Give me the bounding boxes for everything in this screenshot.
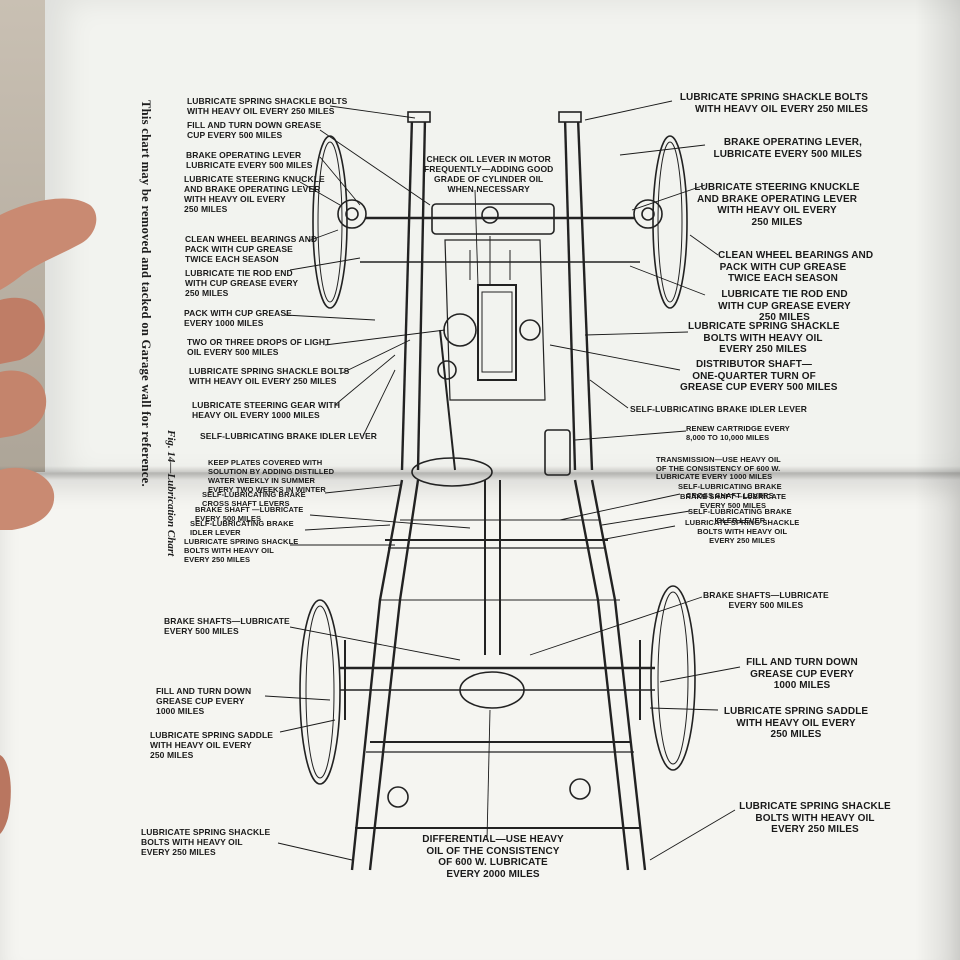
label-cross-shaft-left: SELF-LUBRICATING BRAKE CROSS SHAFT LEVER… — [202, 490, 306, 508]
label-rear-shackle-left: LUBRICATE SPRING SHACKLE BOLTS WITH HEAV… — [141, 827, 271, 857]
label-cross-shaft-right: SELF-LUBRICATING BRAKE CROSS SHAFT LEVER… — [678, 482, 782, 500]
label-spring-shackle-lower-right: LUBRICATE SPRING SHACKLE BOLTS WITH HEAV… — [685, 518, 800, 545]
label-fill-grease-left: FILL AND TURN DOWN GREASE CUP EVERY 1000… — [156, 686, 252, 716]
differential-housing — [459, 671, 525, 709]
label-brake-shafts-left: BRAKE SHAFTS—LUBRICATE EVERY 500 MILES — [164, 616, 290, 636]
label-spring-shackle-top-left: LUBRICATE SPRING SHACKLE BOLTS WITH HEAV… — [187, 96, 348, 116]
engine — [477, 284, 517, 381]
label-distributor-shaft: DISTRIBUTOR SHAFT— ONE-QUARTER TURN OF G… — [680, 359, 838, 393]
label-brake-shafts-right: BRAKE SHAFTS—LUBRICATE EVERY 500 MILES — [703, 590, 829, 610]
steering-wheel — [411, 457, 493, 487]
page-fold — [0, 466, 960, 480]
label-pack-cup-grease: PACK WITH CUP GREASE EVERY 1000 MILES — [184, 308, 292, 328]
rear-left-wheel — [299, 599, 341, 785]
label-idler-lower-right: SELF-LUBRICATING BRAKE IDLER LEVER — [688, 507, 792, 525]
label-spring-saddle-left: LUBRICATE SPRING SADDLE WITH HEAVY OIL E… — [150, 730, 274, 760]
label-brake-lever-right: BRAKE OPERATING LEVER, LUBRICATE EVERY 5… — [713, 137, 862, 160]
label-brake-lever-left: BRAKE OPERATING LEVER LUBRICATE EVERY 50… — [186, 150, 313, 170]
label-spring-shackle-mid-left: LUBRICATE SPRING SHACKLE BOLTS WITH HEAV… — [189, 366, 350, 386]
label-spring-shackle-top-right: LUBRICATE SPRING SHACKLE BOLTS WITH HEAV… — [679, 92, 868, 115]
label-tie-rod-right: LUBRICATE TIE ROD END WITH CUP GREASE EV… — [718, 289, 851, 323]
label-brake-idler-right: SELF-LUBRICATING BRAKE IDLER LEVER — [630, 404, 808, 414]
label-fill-grease-right: FILL AND TURN DOWN GREASE CUP EVERY 1000… — [746, 657, 858, 691]
label-light-oil: TWO OR THREE DROPS OF LIGHT OIL EVERY 50… — [187, 337, 331, 357]
booklet-upper-page — [45, 0, 960, 478]
label-rear-shackle-right: LUBRICATE SPRING SHACKLE BOLTS WITH HEAV… — [739, 801, 891, 835]
label-brake-shaft-right: BRAKE SHAFT—LUBRICATE EVERY 500 MILES — [680, 492, 787, 510]
page-edge-shadow — [915, 0, 960, 960]
label-wheel-bearings-left: CLEAN WHEEL BEARINGS AND PACK WITH CUP G… — [185, 234, 318, 264]
label-spring-shackle-lower-left: LUBRICATE SPRING SHACKLE BOLTS WITH HEAV… — [184, 537, 299, 564]
label-battery: KEEP PLATES COVERED WITH SOLUTION BY ADD… — [208, 458, 335, 494]
label-spring-saddle-right: LUBRICATE SPRING SADDLE WITH HEAVY OIL E… — [723, 706, 869, 740]
label-wheel-bearings-right: CLEAN WHEEL BEARINGS AND PACK WITH CUP G… — [718, 250, 873, 284]
label-transmission: TRANSMISSION—USE HEAVY OIL OF THE CONSIS… — [656, 455, 781, 481]
label-differential: DIFFERENTIAL—USE HEAVY OIL OF THE CONSIS… — [422, 834, 564, 880]
label-brake-shaft-left: BRAKE SHAFT —LUBRICATE EVERY 500 MILES — [195, 505, 304, 523]
label-steering-knuckle-left: LUBRICATE STEERING KNUCKLE AND BRAKE OPE… — [184, 174, 325, 214]
label-brake-idler-left: SELF-LUBRICATING BRAKE IDLER LEVER — [200, 431, 378, 441]
booklet-lower-page — [0, 472, 960, 960]
side-note: This chart may be removed and tacked on … — [139, 100, 153, 487]
label-spring-shackle-mid-right: LUBRICATE SPRING SHACKLE BOLTS WITH HEAV… — [688, 321, 840, 355]
front-left-wheel — [312, 135, 348, 309]
front-right-wheel — [652, 135, 688, 309]
label-tie-rod-left: LUBRICATE TIE ROD END WITH CUP GREASE EV… — [185, 268, 299, 298]
label-steering-gear: LUBRICATE STEERING GEAR WITH HEAVY OIL E… — [192, 400, 341, 420]
label-renew-cartridge: RENEW CARTRIDGE EVERY 8,000 TO 10,000 MI… — [686, 424, 790, 442]
label-idler-lower-left: SELF-LUBRICATING BRAKE IDLER LEVER — [190, 519, 294, 537]
label-fill-grease-cup-500: FILL AND TURN DOWN GREASE CUP EVERY 500 … — [187, 120, 322, 140]
label-check-oil: CHECK OIL LEVER IN MOTOR FREQUENTLY—ADDI… — [424, 154, 554, 194]
rear-right-wheel — [650, 585, 696, 771]
holding-hand-photo — [0, 198, 97, 834]
label-steering-knuckle-right: LUBRICATE STEERING KNUCKLE AND BRAKE OPE… — [694, 182, 860, 228]
radiator — [431, 203, 555, 235]
